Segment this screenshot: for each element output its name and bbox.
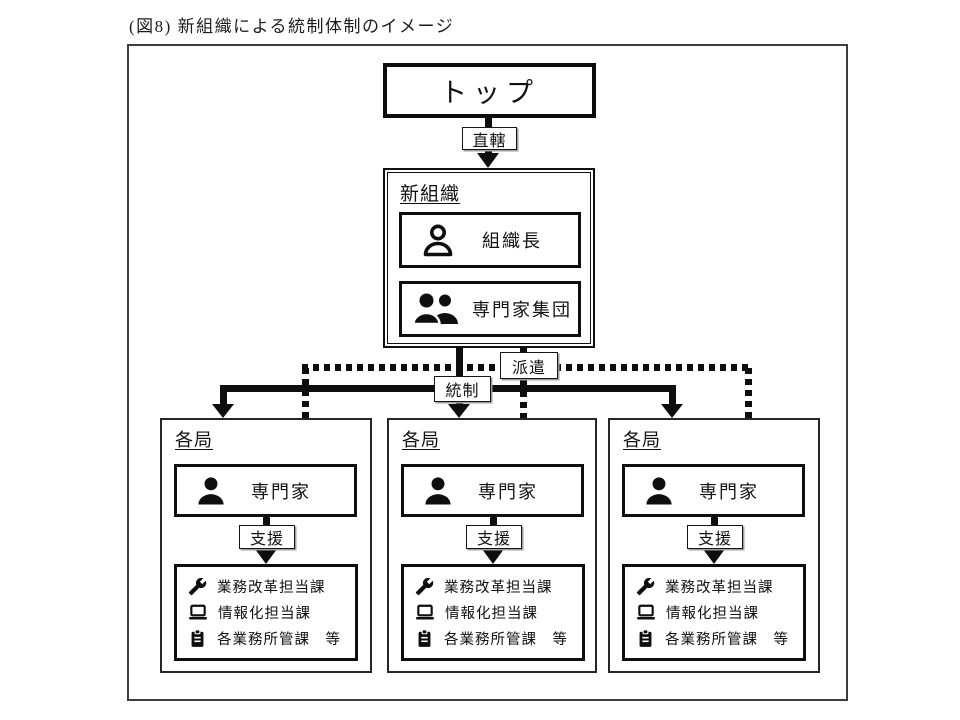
figure-title: (図8) 新組織による統制体制のイメージ (129, 17, 455, 36)
bureau-expert-node: 専門家 (174, 464, 357, 517)
top-node-label: トップ (440, 78, 539, 108)
departments-node: 業務改革担当課 情報化担当課 各業務所管課 等 (174, 564, 358, 661)
direct-arrow-head (477, 153, 499, 168)
department-row: 各業務所管課 等 (415, 628, 580, 649)
bureau-expert-label: 専門家 (251, 481, 311, 502)
wrench-icon (188, 578, 207, 596)
org-head-label: 組織長 (482, 231, 542, 251)
control-arrow-right (661, 404, 683, 418)
support-edge-label: 支援 (687, 525, 743, 549)
person-filled-icon (646, 476, 672, 504)
bureau-expert-node: 専門家 (401, 464, 584, 517)
department-row: 各業務所管課 等 (636, 628, 801, 649)
top-node: トップ (383, 63, 596, 118)
department-row: 業務改革担当課 (188, 576, 353, 597)
wrench-icon (415, 578, 434, 596)
people-filled-icon (412, 292, 460, 326)
dispatch-edge-text: 派遣 (511, 359, 546, 377)
bureau-title: 各局 (623, 430, 661, 450)
new-org-inner-border: 新組織 組織長 専門家集団 (387, 172, 591, 344)
department-row: 業務改革担当課 (415, 576, 580, 597)
wrench-icon (636, 578, 655, 596)
bureau-expert-node: 専門家 (622, 464, 805, 517)
department-row: 各業務所管課 等 (188, 628, 353, 649)
control-drop-right (669, 390, 676, 404)
person-filled-icon (198, 476, 224, 504)
departments-node: 業務改革担当課 情報化担当課 各業務所管課 等 (622, 564, 806, 661)
dispatch-drop-right (745, 368, 752, 444)
bureau-node-2: 各局 専門家 支援 業務改革担当課 情報化担当課 各業務所管課 等 (387, 418, 597, 673)
dispatch-drop-center (520, 347, 527, 444)
bureau-node-3: 各局 専門家 支援 業務改革担当課 情報化担当課 各業務所管課 等 (608, 418, 820, 673)
direct-edge-label: 直轄 (462, 127, 517, 150)
control-arrow-left (212, 404, 234, 418)
support-arrow-head (482, 549, 504, 564)
person-filled-icon (425, 476, 451, 504)
dispatch-drop-left (302, 368, 309, 444)
departments-node: 業務改革担当課 情報化担当課 各業務所管課 等 (401, 564, 585, 661)
bureau-title: 各局 (175, 430, 213, 450)
department-row: 情報化担当課 (636, 602, 801, 623)
department-label: 情報化担当課 (218, 605, 311, 622)
control-edge-text: 統制 (445, 383, 480, 400)
direct-edge-text: 直轄 (472, 132, 507, 150)
bureau-expert-label: 専門家 (478, 481, 538, 502)
support-arrow-head (703, 549, 725, 564)
org-head-node: 組織長 (399, 212, 581, 268)
new-org-node: 新組織 組織長 専門家集団 (383, 168, 595, 348)
control-edge-label: 統制 (434, 376, 491, 402)
laptop-icon (188, 605, 208, 622)
department-label: 業務改革担当課 (444, 580, 553, 597)
department-row: 情報化担当課 (415, 602, 580, 623)
clipboard-icon (639, 628, 652, 648)
new-org-title: 新組織 (400, 184, 461, 205)
department-label: 情報化担当課 (445, 605, 538, 622)
support-edge-text: 支援 (249, 531, 284, 548)
support-edge-label: 支援 (239, 525, 295, 549)
department-label: 業務改革担当課 (217, 580, 326, 597)
dispatch-edge-label: 派遣 (500, 352, 558, 379)
clipboard-icon (191, 628, 204, 648)
person-outline-icon (423, 224, 453, 257)
department-label: 各業務所管課 等 (665, 631, 789, 648)
bureau-expert-label: 専門家 (699, 481, 759, 502)
department-label: 各業務所管課 等 (217, 631, 341, 648)
control-drop-left (220, 390, 227, 404)
department-row: 情報化担当課 (188, 602, 353, 623)
department-row: 業務改革担当課 (636, 576, 801, 597)
support-edge-label: 支援 (466, 525, 522, 549)
bureau-node-1: 各局 専門家 支援 業務改革担当課 情報化担当課 各業務所管課 等 (160, 418, 372, 673)
laptop-icon (415, 605, 435, 622)
expert-group-node: 専門家集団 (399, 281, 581, 337)
department-label: 業務改革担当課 (665, 580, 774, 597)
department-label: 情報化担当課 (666, 605, 759, 622)
support-arrow-head (255, 549, 277, 564)
support-edge-text: 支援 (697, 531, 732, 548)
bureau-title: 各局 (402, 430, 440, 450)
clipboard-icon (418, 628, 431, 648)
laptop-icon (636, 605, 656, 622)
control-arrow-center (448, 404, 470, 418)
support-edge-text: 支援 (476, 531, 511, 548)
expert-group-label: 専門家集団 (472, 300, 572, 320)
department-label: 各業務所管課 等 (444, 631, 568, 648)
